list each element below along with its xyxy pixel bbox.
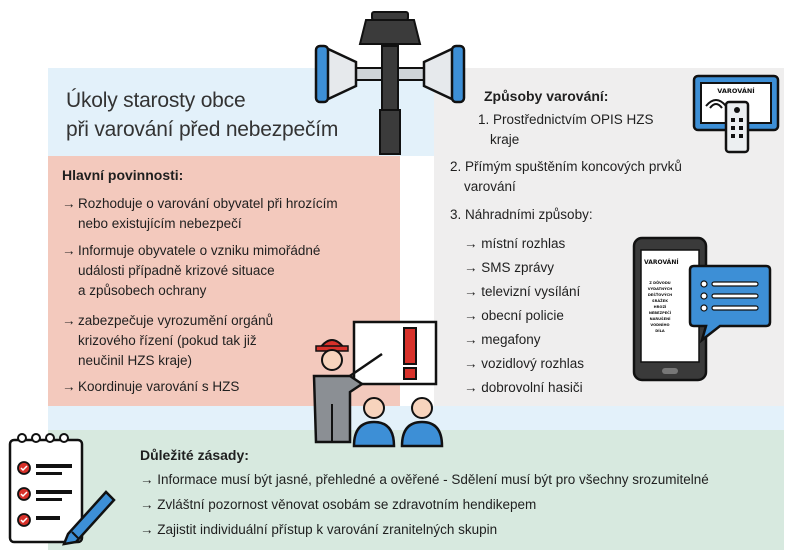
phone-text-line: VYDATNÝCH: [648, 286, 672, 291]
subitem: → megafony: [464, 330, 541, 350]
arrow-icon: →: [62, 313, 76, 328]
method-line: 3. Náhradními způsoby:: [450, 207, 593, 222]
arrow-icon: →: [140, 497, 154, 512]
duty-line: Informuje obyvatele o vzniku mimořádné: [78, 243, 321, 258]
arrow-icon: →: [62, 196, 76, 211]
phone-text-line: VODNÍHO: [650, 322, 669, 327]
duties-heading: Hlavní povinnosti:: [62, 167, 184, 183]
page-title: Úkoly starosty obce při varování před ne…: [66, 86, 338, 144]
arrow-icon: →: [464, 308, 478, 323]
subitem: → televizní vysílání: [464, 282, 580, 302]
phone-text-line: NARUŠENÍ: [650, 316, 672, 321]
duty-line: Rozhoduje o varování obyvatel při hrozíc…: [78, 196, 338, 211]
arrow-icon: →: [464, 284, 478, 299]
duty-item: → Rozhoduje o varování obyvatel při hroz…: [62, 194, 392, 234]
subitem: → dobrovolní hasiči: [464, 378, 583, 398]
arrow-icon: →: [62, 243, 76, 258]
subitem-label: dobrovolní hasiči: [481, 380, 583, 395]
tv-label: VAROVÁNÍ: [717, 86, 755, 95]
subitem-label: místní rozhlas: [481, 236, 566, 251]
duty-line: události případně krizové situace: [78, 263, 275, 278]
subitem-label: televizní vysílání: [481, 284, 581, 299]
title-panel: [48, 68, 434, 156]
subitem: → místní rozhlas: [464, 234, 565, 254]
phone-text-line: DEŠŤOVÝCH: [648, 292, 672, 297]
presenter-icon: [312, 320, 438, 444]
arrow-icon: →: [464, 332, 478, 347]
phone-text-line: Z DŮVODU: [649, 280, 671, 285]
methods-heading: Způsoby varování:: [484, 88, 609, 104]
phone-text-line: HROZÍ: [654, 304, 667, 309]
page-title-line-2: při varování před nebezpečím: [66, 118, 339, 141]
method-line: 2. Přímým spuštěním koncových prvků: [450, 159, 682, 174]
principles-heading: Důležité zásady:: [140, 447, 249, 463]
principle-label: Zvláštní pozornost věnovat osobám se zdr…: [157, 497, 537, 512]
checklist-icon: [8, 433, 116, 546]
duty-item: → Informuje obyvatele o vzniku mimořádné…: [62, 241, 392, 301]
duty-line: krizového řízení (pokud tak již: [78, 333, 257, 348]
method-line: varování: [464, 179, 516, 194]
siren-icon: [314, 11, 466, 155]
phone-text-line: SRÁŽEK: [652, 298, 668, 303]
arrow-icon: →: [140, 472, 154, 487]
duty-line: nebo existujícím nebezpečí: [78, 216, 242, 231]
method-line: kraje: [490, 132, 520, 147]
duty-item: → Koordinuje varování s HZS: [62, 377, 392, 397]
duty-line: Koordinuje varování s HZS: [78, 379, 240, 394]
arrow-icon: →: [62, 379, 76, 394]
principle-item: → Zvláštní pozornost věnovat osobám se z…: [140, 495, 536, 515]
principles-panel: [48, 430, 784, 550]
duty-line: neučinil HZS kraje): [78, 353, 193, 368]
duty-line: zabezpečuje vyrozumění orgánů: [78, 313, 274, 328]
principle-item: → Zajistit individuální přístup k varová…: [140, 520, 497, 540]
phone-title: VAROVÁNÍ: [644, 258, 679, 266]
subitem-label: obecní policie: [481, 308, 564, 323]
duty-item: → zabezpečuje vyrozumění orgánů krizovéh…: [62, 311, 312, 371]
page-title-line-1: Úkoly starosty obce: [66, 89, 246, 112]
subitem-label: vozidlový rozhlas: [481, 356, 585, 371]
arrow-icon: →: [464, 260, 478, 275]
principle-item: → Informace musí být jasné, přehledné a …: [140, 470, 709, 490]
method-line: 1. Prostřednictvím OPIS HZS: [478, 112, 654, 127]
phone-text-line: DÍLA: [655, 328, 665, 333]
method-item: 3. Náhradními způsoby:: [450, 205, 593, 225]
method-item: 2. Přímým spuštěním koncových prvků varo…: [450, 157, 682, 197]
subitem: → vozidlový rozhlas: [464, 354, 584, 374]
method-item: 1. Prostřednictvím OPIS HZS kraje: [478, 110, 654, 150]
subitem: → obecní policie: [464, 306, 564, 326]
subitem-label: megafony: [481, 332, 541, 347]
phone-text-line: NEBEZPEČÍ: [649, 310, 672, 315]
subitem: → SMS zprávy: [464, 258, 554, 278]
arrow-icon: →: [140, 522, 154, 537]
principle-label: Informace musí být jasné, přehledné a ov…: [157, 472, 709, 487]
subitem-label: SMS zprávy: [481, 260, 555, 275]
arrow-icon: →: [464, 236, 478, 251]
arrow-icon: →: [464, 356, 478, 371]
duty-line: a způsobech ochrany: [78, 283, 207, 298]
principle-label: Zajistit individuální přístup k varování…: [157, 522, 498, 537]
audience-icon: [352, 397, 444, 448]
arrow-icon: →: [464, 380, 478, 395]
phone-icon: VAROVÁNÍ Z DŮVODU VYDATNÝCH DEŠŤOVÝCH SR…: [632, 236, 772, 382]
tv-icon: VAROVÁNÍ: [692, 74, 780, 154]
